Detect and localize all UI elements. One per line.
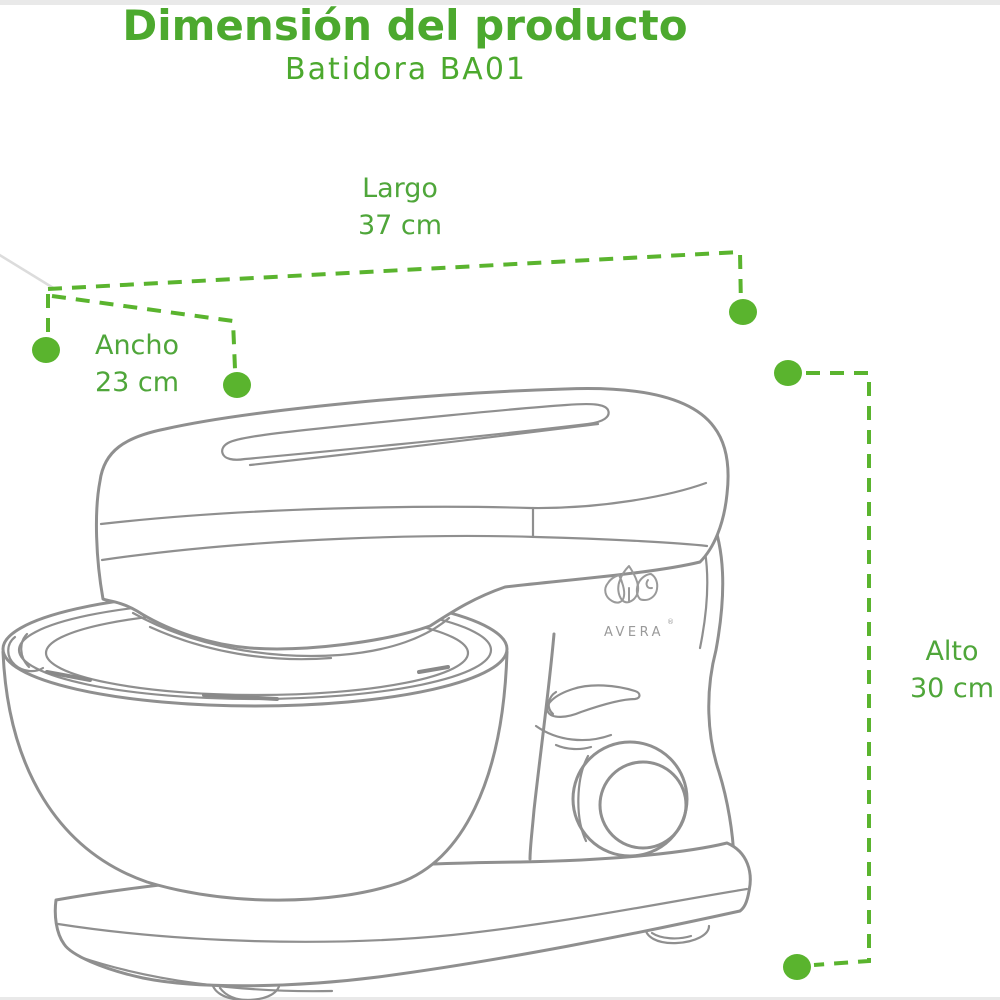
stand-mixer-drawing: AVERA ® [1, 387, 752, 1000]
column-right-edge [707, 514, 736, 861]
height-guide-dot-bottom [783, 954, 811, 980]
base-lower-rim [78, 955, 334, 993]
bowl-rim-ticks [45, 665, 450, 701]
droplet-right-curl [645, 579, 653, 590]
width-label: Ancho [94, 330, 180, 361]
width-guide-dot-right [223, 372, 251, 398]
knob-left-accent-arc [577, 754, 590, 843]
page-subtitle: Batidora BA01 [285, 52, 527, 87]
lever-handle [546, 684, 641, 718]
brand-name: AVERA [604, 625, 664, 640]
bowl-handle-inner [20, 632, 31, 669]
length-value: 37 cm [357, 210, 443, 241]
rim-tick-2 [202, 693, 279, 701]
width-dimension-label: Ancho 23 cm [52, 327, 222, 401]
brand-logo: AVERA ® [604, 565, 674, 640]
height-guide-line [806, 371, 871, 967]
dimension-guides [32, 249, 871, 980]
right-foot-rim [650, 931, 693, 940]
length-guide-dot [729, 299, 757, 325]
base-seam [56, 887, 749, 943]
lever-knob-detail [547, 690, 558, 716]
beater-housing-arc-inner [148, 625, 333, 661]
bowl-body-outline [1, 650, 509, 902]
length-label: Largo [362, 173, 438, 204]
head-seam-upper [99, 481, 708, 526]
lever-motion-arc-outer [534, 724, 613, 742]
lever-motion-arc-inner [554, 743, 593, 751]
height-guide-dot-top [774, 360, 802, 386]
bowl-silhouette [3, 592, 507, 902]
bowl-handle-outer [7, 635, 45, 673]
beater-housing-arc-outer [131, 611, 451, 658]
width-value: 23 cm [94, 367, 180, 398]
width-guide-line [51, 294, 237, 370]
height-label: Alto [925, 636, 979, 667]
rim-tick-3 [417, 665, 450, 674]
image-edge-artifact-bottom [0, 997, 1000, 1000]
mixing-bowl [1, 590, 509, 902]
head-handle-slot [221, 402, 610, 461]
knob-inner-dial [598, 760, 688, 850]
rim-tick-1 [45, 670, 92, 682]
droplet-right [635, 573, 659, 601]
length-guide-line [47, 249, 743, 308]
mixer-head [94, 387, 730, 661]
speed-control-knob [571, 740, 689, 858]
edge-artifact-line [0, 253, 56, 291]
height-value: 30 cm [909, 673, 995, 704]
head-body [94, 387, 730, 651]
tilt-release-lever [534, 684, 641, 751]
head-slot-hint-line [248, 422, 600, 467]
brand-registered-mark: ® [667, 618, 674, 626]
right-foot [643, 924, 711, 945]
droplets-logo-icon [604, 565, 659, 604]
height-dimension-label: Alto 30 cm [867, 633, 1000, 707]
width-guide-dot-left [32, 337, 60, 363]
head-seam-lower [100, 534, 709, 562]
page-title: Dimensión del producto [122, 1, 688, 50]
image-edge-artifact-top [0, 0, 1000, 5]
column-left-edge [528, 632, 556, 861]
length-dimension-label: Largo 37 cm [300, 170, 500, 244]
